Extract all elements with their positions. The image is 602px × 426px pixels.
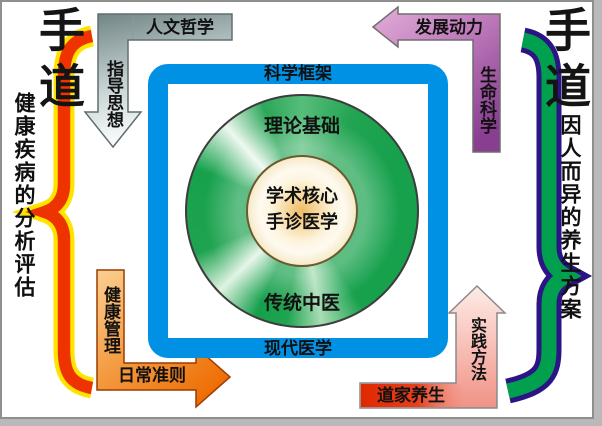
- core-label-line2: 手诊医学: [266, 212, 338, 232]
- science-frame: [148, 64, 448, 358]
- health-management-label: 健康管理: [101, 286, 120, 354]
- frame-bottom-label: 现代医学: [264, 339, 332, 358]
- guiding-thought-label: 指导思想: [104, 60, 123, 128]
- frame-top-label: 科学框架: [264, 64, 332, 83]
- right-caption: 因人而异的养生方案: [558, 114, 581, 321]
- left-caption: 健康疾病的分析评估: [12, 92, 35, 299]
- core-label: 学术核心 手诊医学: [246, 183, 358, 235]
- ring-bottom-label: 传统中医: [263, 293, 340, 314]
- core-circle: [246, 155, 358, 267]
- daily-guidelines-label: 日常准则: [118, 366, 186, 385]
- humanities-label: 人文哲学: [146, 18, 214, 37]
- ring-top-label: 理论基础: [263, 116, 340, 137]
- development-power-label: 发展动力: [415, 18, 483, 37]
- taoist-regimen-label: 道家养生: [377, 386, 445, 405]
- left-title-shoudao: 手道: [32, 6, 86, 118]
- core-label-line1: 学术核心: [266, 186, 338, 206]
- right-title-shoudao: 手道: [538, 6, 592, 118]
- life-science-label: 生命科学: [477, 66, 496, 134]
- practice-method-label: 实践方法: [468, 317, 485, 381]
